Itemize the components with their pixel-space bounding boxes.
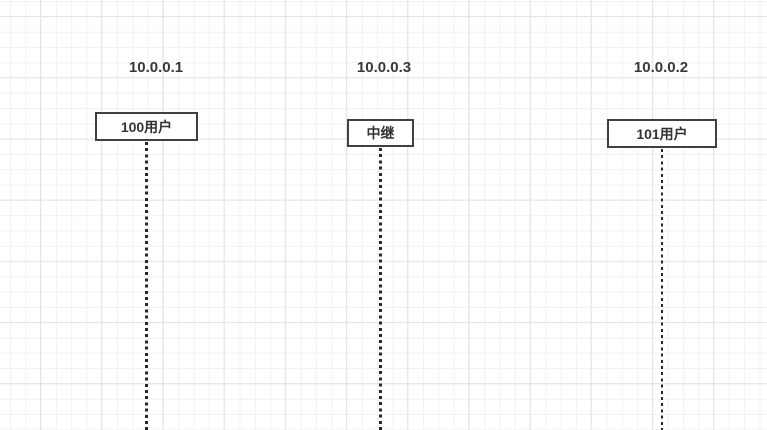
actor-box-label: 中继 <box>366 125 395 141</box>
actor-box-relay[interactable]: 中继 <box>347 119 414 147</box>
lifeline-dashed-line-1[interactable] <box>145 142 148 430</box>
actor-box-user-100[interactable]: 100用户 <box>95 112 198 141</box>
lifeline-ip-label-3[interactable]: 10.0.0.2 <box>633 59 689 76</box>
lifeline-dashed-line-3[interactable] <box>660 149 664 430</box>
lifeline-ip-label-1[interactable]: 10.0.0.1 <box>128 59 184 76</box>
actor-box-user-101[interactable]: 101用户 <box>607 119 717 148</box>
actor-box-label: 100用户 <box>120 118 173 135</box>
actor-box-label: 101用户 <box>636 125 688 142</box>
lifeline-ip-label-2[interactable]: 10.0.0.3 <box>356 59 412 76</box>
lifeline-dashed-line-2[interactable] <box>379 148 382 430</box>
